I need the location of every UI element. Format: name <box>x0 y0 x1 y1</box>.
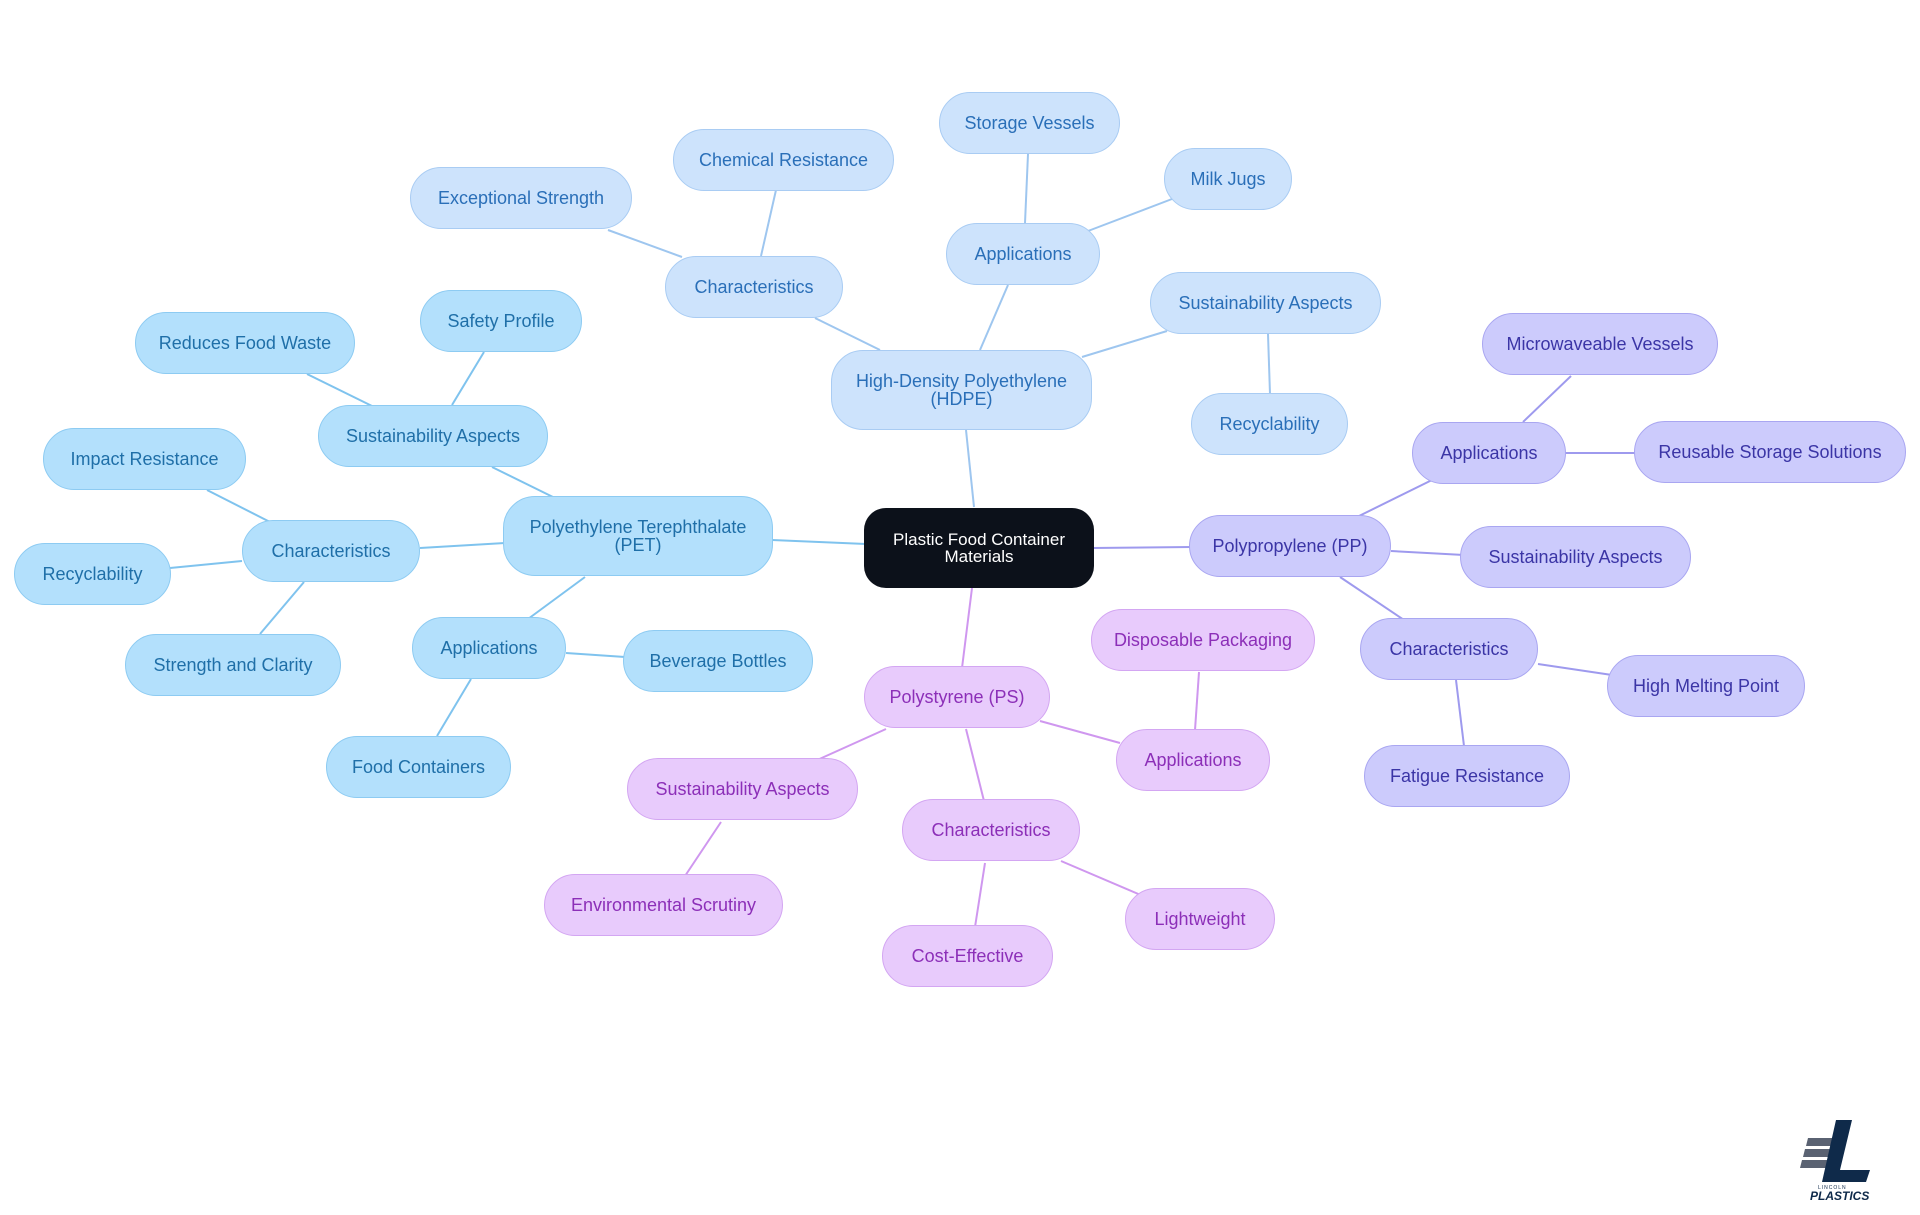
ps-disposable-packaging-node: Disposable Packaging <box>1091 609 1315 671</box>
edge-pet-app-food <box>436 678 472 737</box>
edge-pet-char-recycle <box>169 560 243 569</box>
edge-pet-char-strength <box>259 581 305 635</box>
hdpe-node: High-Density Polyethylene (HDPE) <box>831 350 1092 430</box>
ps-lightweight-node: Lightweight <box>1125 888 1275 950</box>
hdpe-milk-jugs-node: Milk Jugs <box>1164 148 1292 210</box>
pet-reduces-food-waste-node: Reduces Food Waste <box>135 312 355 374</box>
edge-ps-char-lightweight <box>1060 860 1144 897</box>
logo-name: LINCOLN <box>1818 1185 1847 1191</box>
edge-root-pp <box>1091 546 1193 549</box>
pp-node: Polypropylene (PP) <box>1189 515 1391 577</box>
edge-hdpe-characteristics <box>814 317 881 351</box>
edge-hdpe-applications <box>979 284 1009 351</box>
hdpe-exceptional-strength-node: Exceptional Strength <box>410 167 632 229</box>
edge-hdpe-char-chemical <box>760 189 777 257</box>
ps-applications-node: Applications <box>1116 729 1270 791</box>
edge-hdpe-sustainability <box>1081 330 1168 358</box>
edge-pet-characteristics <box>419 542 506 549</box>
pet-node: Polyethylene Terephthalate (PET) <box>503 496 773 576</box>
hdpe-recyclability-node: Recyclability <box>1191 393 1348 455</box>
ps-characteristics-node: Characteristics <box>902 799 1080 861</box>
ps-cost-effective-node: Cost-Effective <box>882 925 1053 987</box>
edge-pp-char-fatigue <box>1455 679 1465 747</box>
hdpe-sustainability-node: Sustainability Aspects <box>1150 272 1381 334</box>
edge-pet-sus-reduces <box>306 373 373 407</box>
edge-pet-sustainability <box>491 466 558 500</box>
edge-pet-app-bottles <box>565 652 626 658</box>
root-node: Plastic Food Container Materials <box>864 508 1094 588</box>
hdpe-chemical-resistance-node: Chemical Resistance <box>673 129 894 191</box>
ps-node: Polystyrene (PS) <box>864 666 1050 728</box>
edge-hdpe-app-storage <box>1024 153 1029 224</box>
edge-root-pet <box>771 539 867 545</box>
edge-pp-app-micro <box>1522 375 1572 423</box>
pet-safety-profile-node: Safety Profile <box>420 290 582 352</box>
edge-ps-sustainability <box>814 728 887 762</box>
pet-beverage-bottles-node: Beverage Bottles <box>623 630 813 692</box>
hdpe-characteristics-node: Characteristics <box>665 256 843 318</box>
pp-applications-node: Applications <box>1412 422 1566 484</box>
edge-hdpe-sus-recycle <box>1267 333 1271 395</box>
pp-sustainability-node: Sustainability Aspects <box>1460 526 1691 588</box>
pet-recyclability-node: Recyclability <box>14 543 171 605</box>
pet-strength-clarity-node: Strength and Clarity <box>125 634 341 696</box>
pet-impact-resistance-node: Impact Resistance <box>43 428 246 490</box>
edge-ps-char-cost <box>974 862 986 928</box>
edge-pet-char-impact <box>206 489 271 523</box>
edge-hdpe-char-strength <box>607 229 683 258</box>
edge-pet-sus-safety <box>451 351 485 406</box>
edge-root-ps <box>961 587 973 669</box>
edge-ps-applications <box>1039 720 1121 744</box>
pp-reusable-storage-node: Reusable Storage Solutions <box>1634 421 1906 483</box>
pp-high-melting-point-node: High Melting Point <box>1607 655 1805 717</box>
edge-pp-char-melting <box>1537 663 1613 676</box>
pp-fatigue-resistance-node: Fatigue Resistance <box>1364 745 1570 807</box>
logo-brand: PLASTICS <box>1810 1189 1869 1202</box>
pet-characteristics-node: Characteristics <box>242 520 420 582</box>
edge-ps-sus-environmental <box>684 821 722 877</box>
hdpe-storage-vessels-node: Storage Vessels <box>939 92 1120 154</box>
edge-ps-app-disposable <box>1194 671 1200 731</box>
pp-microwaveable-vessels-node: Microwaveable Vessels <box>1482 313 1718 375</box>
ps-sustainability-node: Sustainability Aspects <box>627 758 858 820</box>
edge-pet-applications <box>527 576 586 620</box>
hdpe-applications-node: Applications <box>946 223 1100 285</box>
pet-sustainability-node: Sustainability Aspects <box>318 405 548 467</box>
edge-root-hdpe <box>965 429 975 508</box>
ps-environmental-scrutiny-node: Environmental Scrutiny <box>544 874 783 936</box>
edge-pp-characteristics <box>1339 576 1405 621</box>
pet-food-containers-node: Food Containers <box>326 736 511 798</box>
edge-ps-characteristics <box>965 728 985 802</box>
pet-applications-node: Applications <box>412 617 566 679</box>
edge-pp-sustainability <box>1390 550 1465 556</box>
pp-characteristics-node: Characteristics <box>1360 618 1538 680</box>
lincoln-plastics-logo: LINCOLN PLASTICS <box>1800 1120 1870 1202</box>
edge-pp-applications <box>1356 479 1433 518</box>
edge-hdpe-app-milk <box>1087 198 1173 232</box>
